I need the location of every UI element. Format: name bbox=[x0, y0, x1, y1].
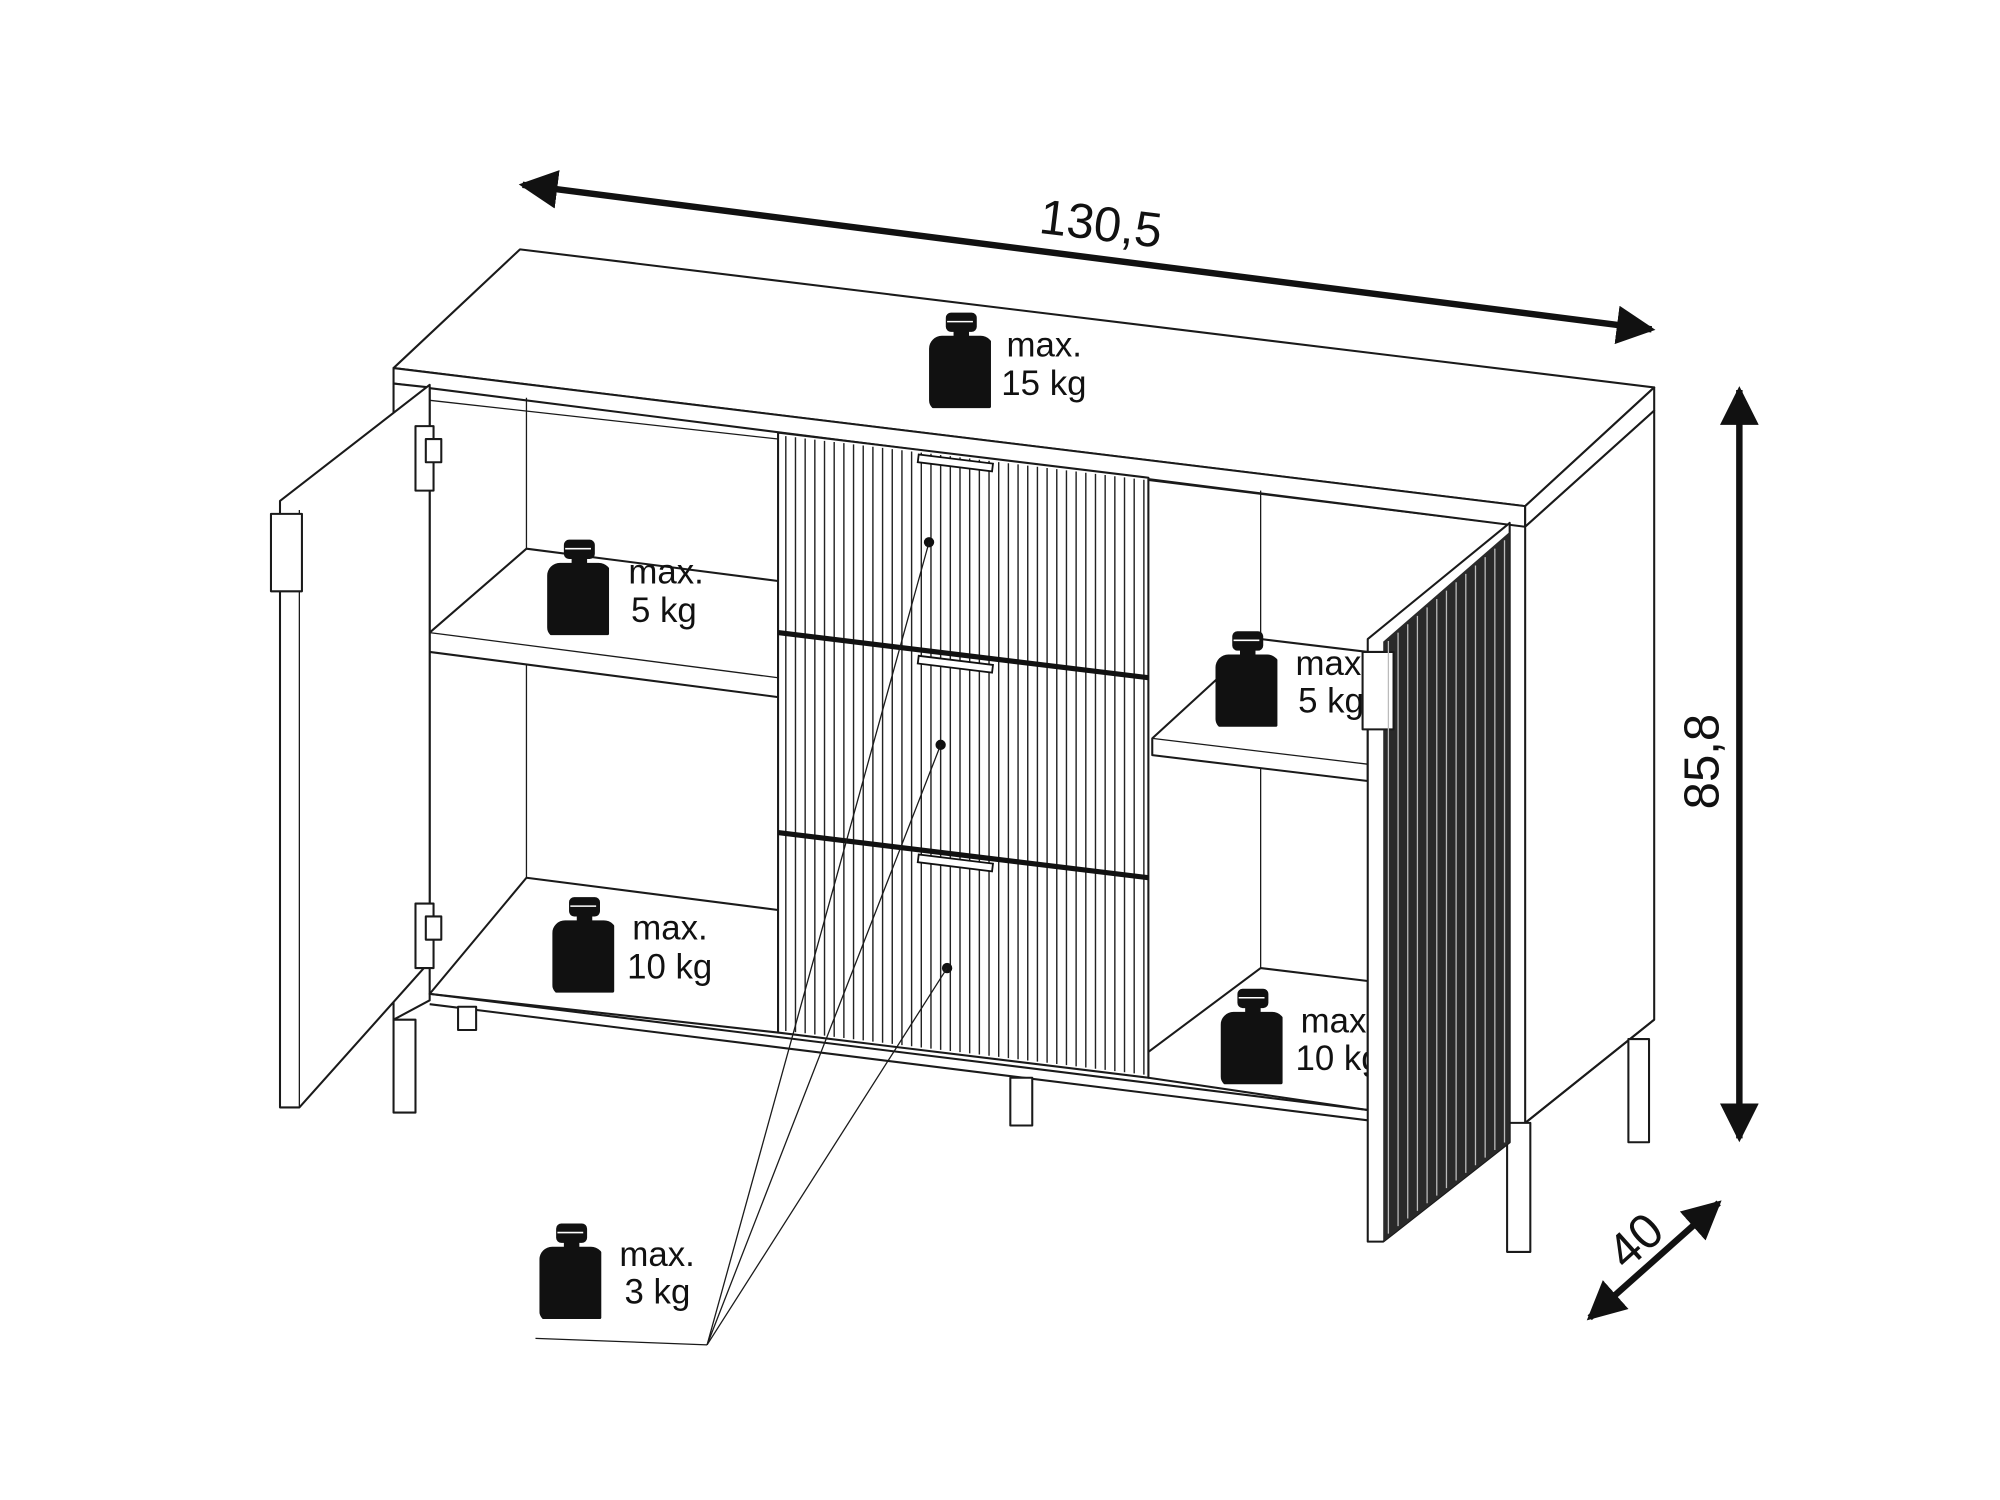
height-label: 85,8 bbox=[1676, 714, 1730, 809]
weight-icon bbox=[539, 1222, 602, 1320]
sideboard bbox=[269, 248, 1656, 1253]
load-left-bottom: max. 10 kg bbox=[552, 896, 712, 993]
drawer-handle bbox=[916, 453, 994, 473]
leg bbox=[1009, 1076, 1034, 1127]
svg-text:max.: max. bbox=[619, 1235, 694, 1274]
svg-text:10 kg: 10 kg bbox=[627, 947, 712, 986]
svg-text:max.: max. bbox=[1295, 644, 1370, 683]
drawer-separator bbox=[777, 830, 1149, 881]
depth-arrow bbox=[1586, 1200, 1722, 1321]
load-right-bottom: max. 10 kg bbox=[1220, 987, 1381, 1085]
load-top: max. 15 kg bbox=[929, 311, 1086, 409]
svg-text:5 kg: 5 kg bbox=[631, 591, 697, 630]
right-side-panel bbox=[1524, 409, 1656, 1124]
load-drawers: max. 3 kg bbox=[539, 1222, 695, 1320]
drawer-handle bbox=[916, 853, 994, 873]
load-right-shelf: max. 5 kg bbox=[1215, 630, 1371, 727]
leg bbox=[1506, 1121, 1532, 1253]
right-door[interactable] bbox=[1361, 521, 1511, 1243]
width-arrow bbox=[518, 170, 1656, 345]
svg-text:3 kg: 3 kg bbox=[625, 1273, 691, 1312]
svg-text:15 kg: 15 kg bbox=[1001, 364, 1086, 403]
drawer-separator bbox=[777, 630, 1149, 681]
left-door[interactable] bbox=[269, 383, 443, 1109]
svg-text:10 kg: 10 kg bbox=[1295, 1039, 1380, 1078]
svg-text:max.: max. bbox=[628, 553, 703, 592]
drawer-handle bbox=[916, 654, 994, 674]
width-label: 130,5 bbox=[1037, 190, 1165, 259]
svg-text:max.: max. bbox=[632, 909, 707, 948]
drawer-leader-lines bbox=[535, 542, 948, 1346]
leg bbox=[392, 1018, 417, 1114]
load-left-shelf: max. 5 kg bbox=[547, 538, 704, 636]
svg-text:max.: max. bbox=[1006, 325, 1081, 364]
svg-text:5 kg: 5 kg bbox=[1298, 682, 1364, 721]
drawer-block bbox=[777, 431, 1150, 1079]
leg bbox=[1627, 1037, 1651, 1144]
svg-text:max.: max. bbox=[1301, 1002, 1376, 1041]
depth-label: 40 bbox=[1597, 1203, 1674, 1280]
